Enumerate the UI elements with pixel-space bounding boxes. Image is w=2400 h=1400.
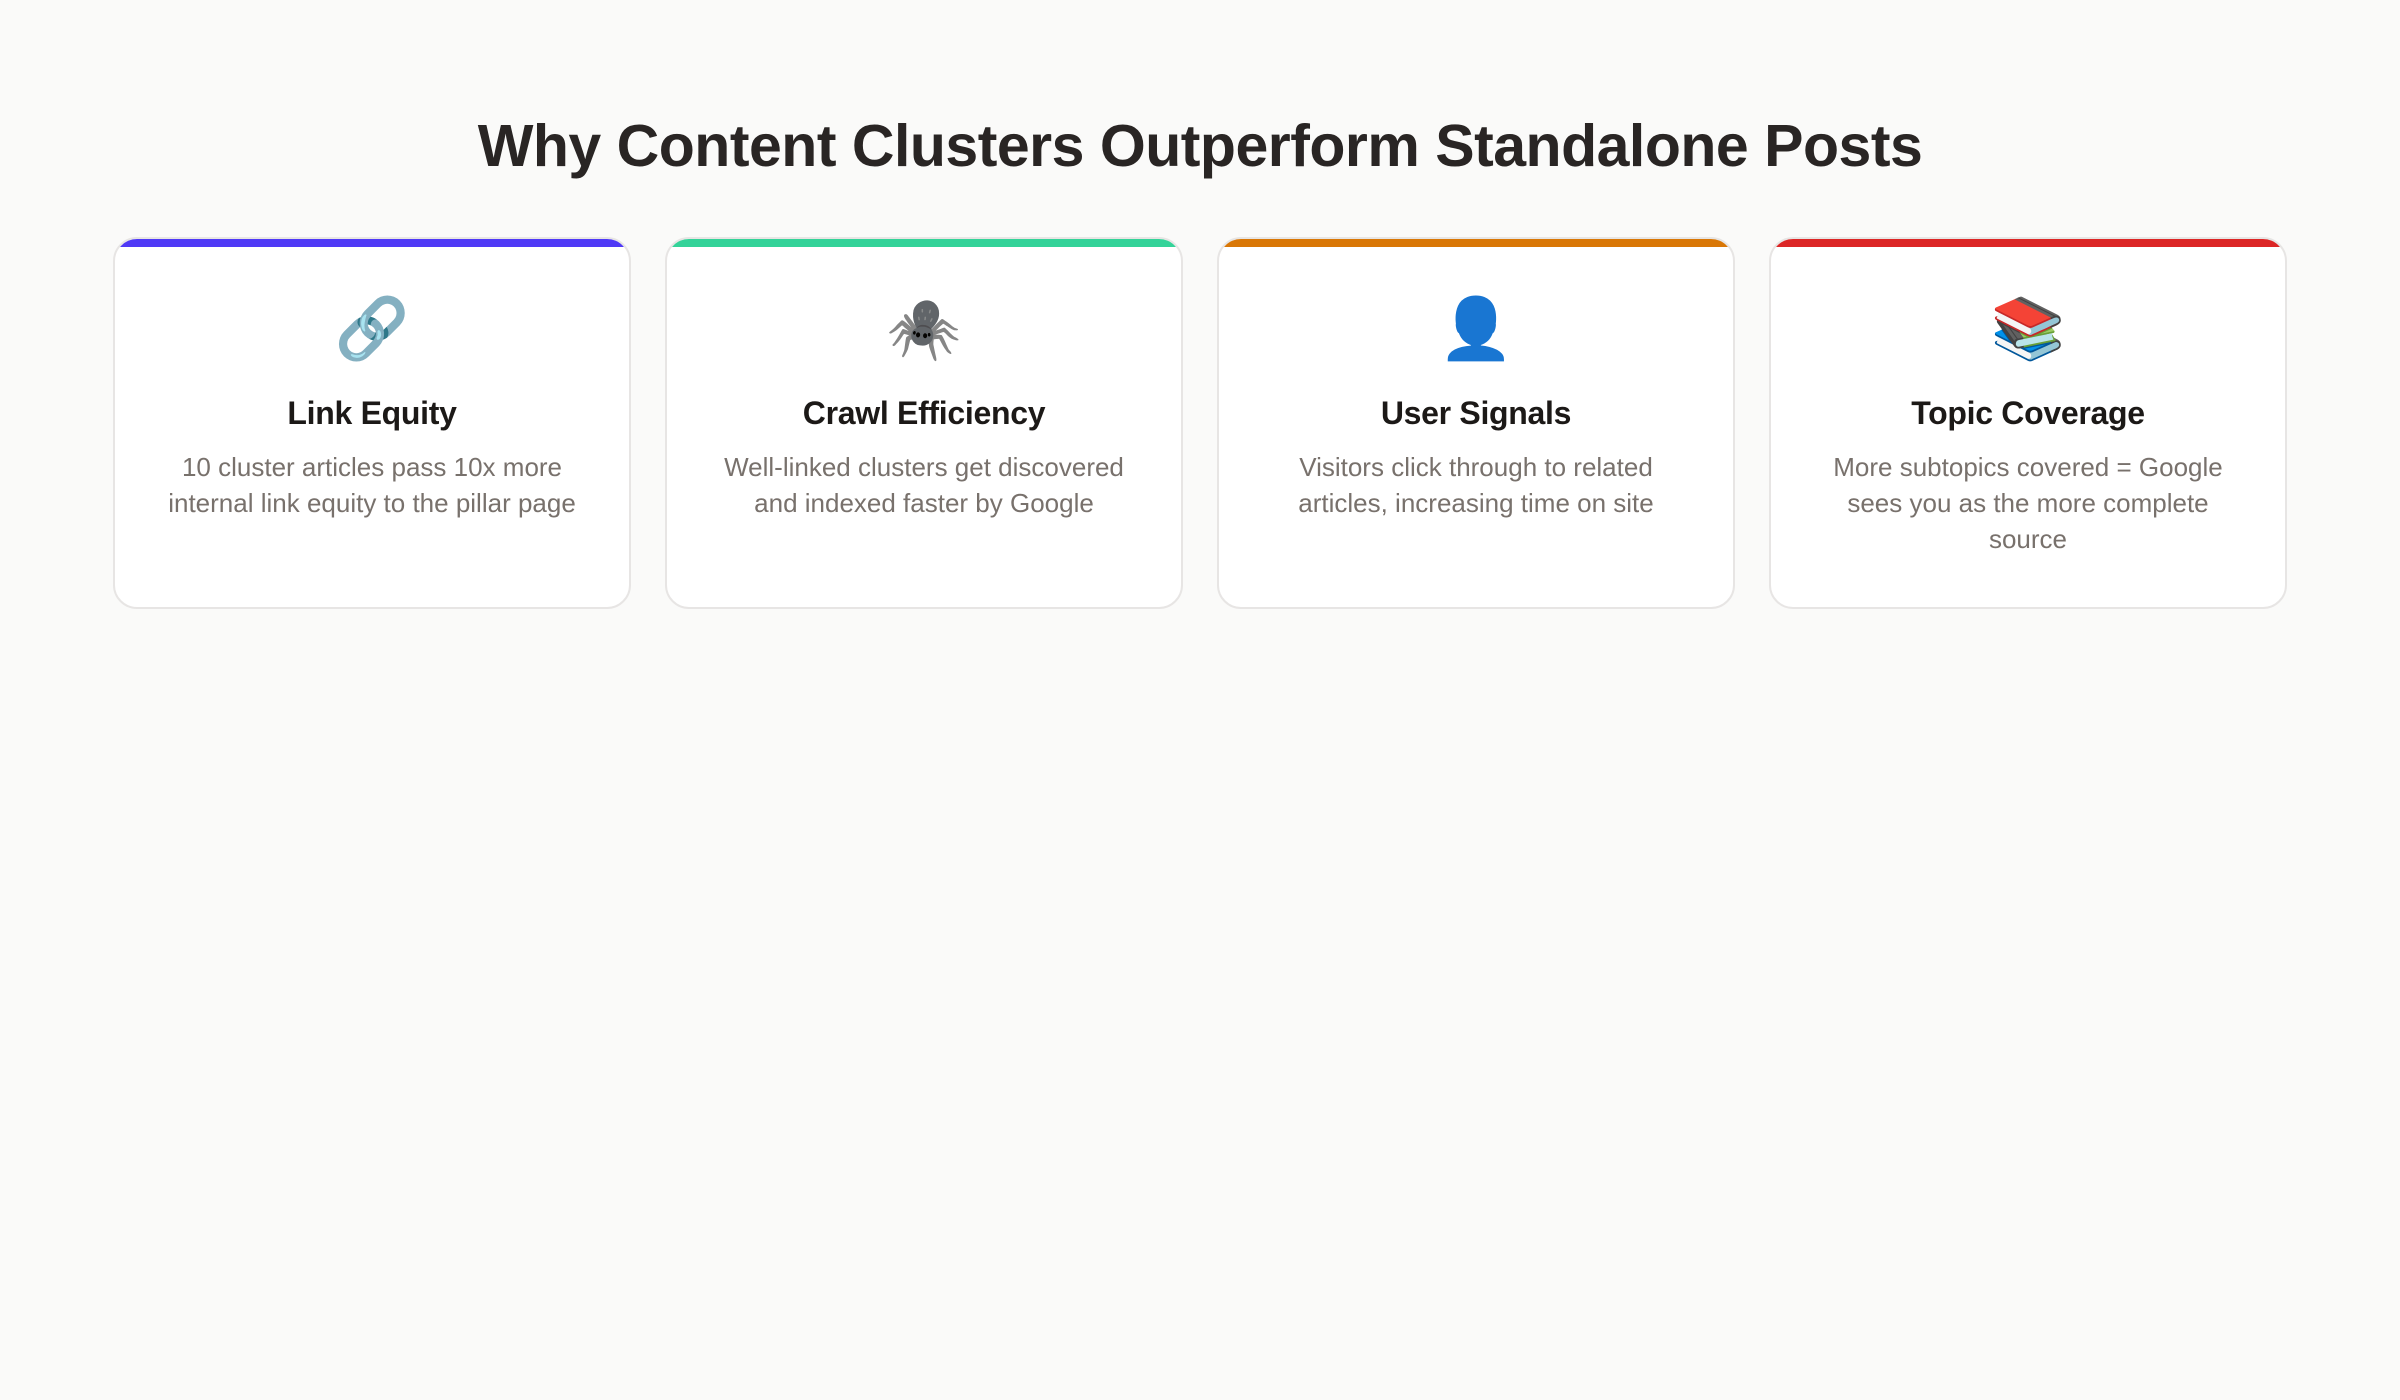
card-description: Visitors click through to related articl…: [1298, 452, 1654, 518]
card-title: Link Equity: [287, 395, 457, 431]
card-user-signals: 👤 User Signals Visitors click through to…: [1217, 237, 1735, 609]
card-link-equity: 🔗 Link Equity 10 cluster articles pass 1…: [113, 237, 631, 609]
card-description: 10 cluster articles pass 10x more intern…: [168, 452, 576, 518]
link-icon: 🔗: [334, 294, 410, 364]
benefit-cards: 🔗 Link Equity 10 cluster articles pass 1…: [113, 237, 2287, 609]
user-silhouette-icon: 👤: [1438, 294, 1514, 364]
card-description: Well-linked clusters get discovered and …: [724, 452, 1124, 518]
card-accent-bar: [1219, 239, 1733, 247]
card-accent-bar: [1771, 239, 2285, 247]
card-title: User Signals: [1380, 395, 1572, 431]
card-accent-bar: [115, 239, 629, 247]
card-topic-coverage: 📚 Topic Coverage More subtopics covered …: [1769, 237, 2287, 609]
card-title: Topic Coverage: [1911, 395, 2145, 431]
spider-icon: 🕷️: [886, 294, 962, 364]
card-accent-bar: [667, 239, 1181, 247]
card-description: More subtopics covered = Google sees you…: [1833, 452, 2223, 554]
card-crawl-efficiency: 🕷️ Crawl Efficiency Well-linked clusters…: [665, 237, 1183, 609]
page-title: Why Content Clusters Outperform Standalo…: [477, 113, 1923, 179]
card-title: Crawl Efficiency: [802, 395, 1046, 431]
books-icon: 📚: [1990, 294, 2066, 364]
